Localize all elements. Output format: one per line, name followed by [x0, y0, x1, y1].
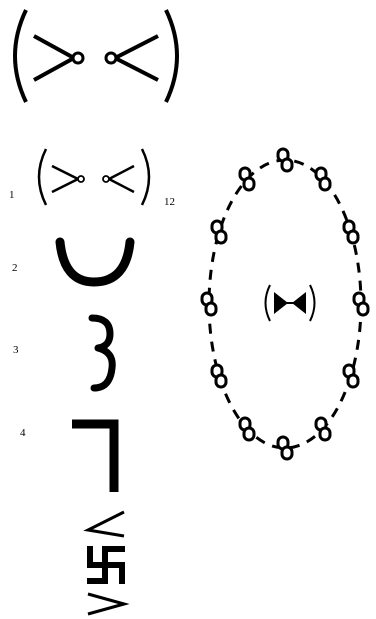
- smile-curve-icon: [54, 236, 136, 288]
- large-bracketed-bowtie-icon: [8, 6, 186, 106]
- chain-link-icon: [342, 363, 360, 389]
- three-bump-icon: [86, 312, 122, 394]
- chain-link-icon: [352, 291, 370, 317]
- right-angle-icon: [70, 418, 126, 494]
- chain-link-icon: [276, 147, 294, 173]
- chain-link-icon: [210, 219, 228, 245]
- bracketed-swastika-icon: [80, 508, 132, 616]
- ring-center-bowtie-icon: [262, 282, 318, 324]
- chain-link-icon: [342, 219, 360, 245]
- small-bracketed-bowtie-icon: [34, 146, 154, 208]
- chain-link-icon: [314, 166, 332, 192]
- label-12: 12: [164, 196, 175, 208]
- chain-ring: [194, 128, 376, 458]
- chain-link-icon: [210, 363, 228, 389]
- chain-link-icon: [238, 166, 256, 192]
- label-1: 1: [9, 189, 15, 201]
- chain-link-icon: [314, 416, 332, 442]
- label-3: 3: [13, 344, 19, 356]
- chain-link-icon: [238, 416, 256, 442]
- label-4: 4: [20, 427, 26, 439]
- chain-link-icon: [276, 435, 294, 461]
- label-2: 2: [12, 262, 18, 274]
- chain-link-icon: [200, 291, 218, 317]
